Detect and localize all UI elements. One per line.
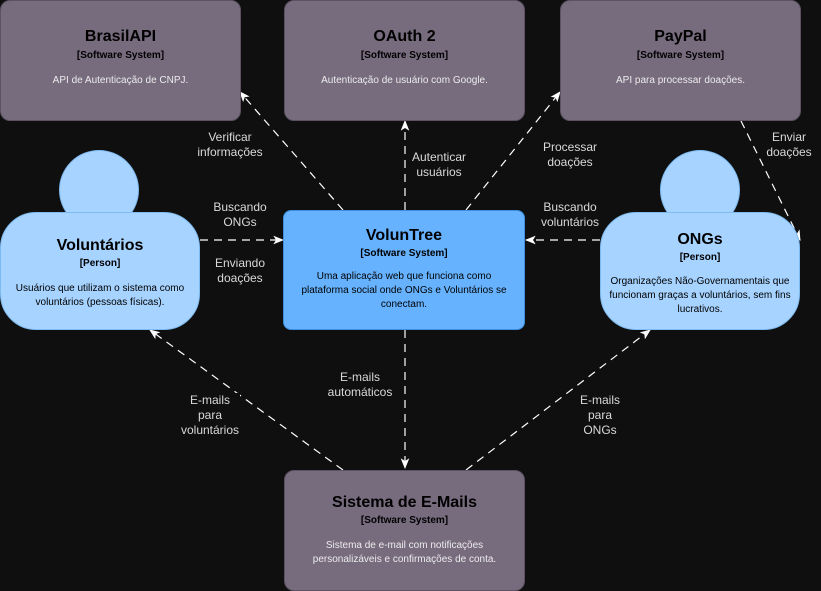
- node-title: PayPal: [654, 28, 707, 45]
- node-ongs[interactable]: ONGs [Person] Organizações Não-Govername…: [600, 212, 800, 330]
- node-oauth2[interactable]: OAuth 2 [Software System] Autenticação d…: [284, 0, 525, 121]
- edge-label-emails-automaticos: E-mails automáticos: [326, 370, 394, 400]
- edge-label-buscando-voluntarios: Buscando voluntários: [539, 200, 601, 230]
- node-description: Sistema de e-mail com notificações perso…: [312, 540, 497, 565]
- node-description: Autenticação de usuário com Google.: [321, 75, 488, 86]
- edge-label-emails-ongs: E-mails para ONGs: [578, 393, 622, 438]
- edge-processar-doacoes: [465, 91, 561, 211]
- node-type: [Software System]: [360, 248, 448, 259]
- node-paypal[interactable]: PayPal [Software System] API para proces…: [560, 0, 801, 121]
- edge-label-processar: Processar doações: [541, 140, 599, 170]
- node-title: Voluntários: [56, 237, 144, 254]
- edge-label-enviar-doacoes: Enviar doações: [765, 130, 813, 160]
- node-description: API para processar doações.: [616, 75, 745, 86]
- edge-verificar-informacoes: [239, 91, 344, 211]
- node-type: [Software System]: [360, 50, 449, 61]
- node-title: ONGs: [677, 231, 723, 248]
- edge-label-enviando-doacoes: Enviando doações: [213, 256, 267, 286]
- node-voluntree[interactable]: VolunTree [Software System] Uma aplicaçã…: [283, 210, 525, 330]
- edge-label-verificar: Verificar informações: [196, 130, 264, 160]
- node-type: [Software System]: [76, 50, 165, 61]
- node-description: Uma aplicação web que funciona como plat…: [301, 271, 507, 310]
- node-brasilapi[interactable]: BrasilAPI [Software System] API de Auten…: [0, 0, 241, 121]
- edge-label-autenticar: Autenticar usuários: [410, 150, 468, 180]
- edge-emails-ongs: [465, 329, 651, 471]
- edge-label-emails-voluntarios: E-mails para voluntários: [179, 393, 241, 438]
- node-title: BrasilAPI: [84, 28, 157, 45]
- node-sistema-emails[interactable]: Sistema de E-Mails [Software System] Sis…: [284, 470, 525, 591]
- node-description: Organizações Não-Governamentais que func…: [609, 276, 791, 315]
- node-description: Usuários que utilizam o sistema como vol…: [15, 283, 185, 308]
- node-type: [Software System]: [636, 50, 725, 61]
- node-description: API de Autenticação de CNPJ.: [52, 75, 189, 86]
- node-type: [Person]: [679, 252, 721, 263]
- node-title: OAuth 2: [373, 28, 436, 45]
- node-title: Sistema de E-Mails: [332, 494, 477, 511]
- node-type: [Person]: [79, 258, 121, 269]
- node-title: VolunTree: [365, 227, 443, 244]
- edge-emails-voluntarios: [149, 329, 344, 471]
- edge-label-buscando-ongs: Buscando ONGs: [212, 200, 268, 230]
- node-type: [Software System]: [360, 515, 449, 526]
- node-voluntarios[interactable]: Voluntários [Person] Usuários que utiliz…: [0, 212, 200, 330]
